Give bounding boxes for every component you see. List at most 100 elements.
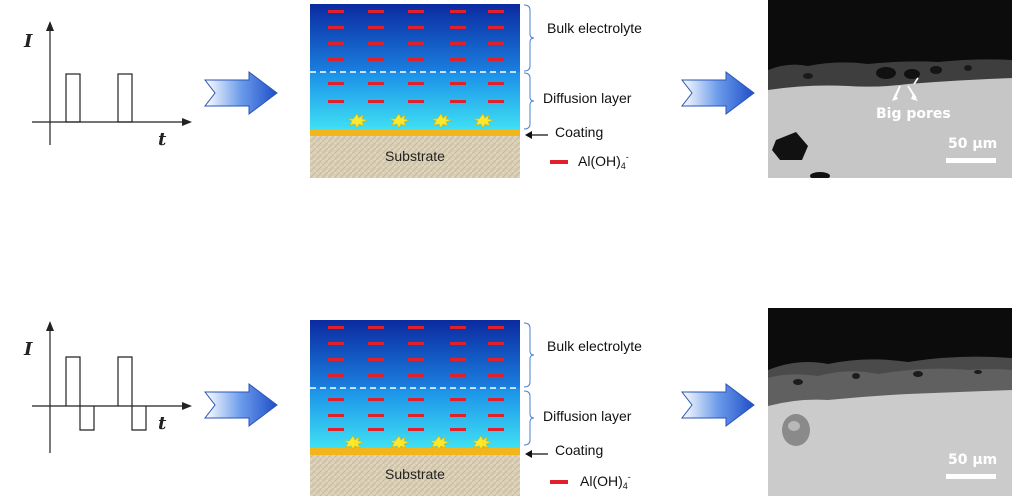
ion-mark: [408, 326, 424, 329]
scale-bar: [946, 158, 996, 163]
diffusion-layer-label: Diffusion layer: [543, 408, 632, 424]
ion-mark: [368, 82, 384, 85]
ion-mark: [408, 10, 424, 13]
arrow-icon: [680, 382, 756, 433]
scale-bar: [946, 474, 996, 479]
ion-mark: [450, 10, 466, 13]
scale-bar-label: 50 µm: [948, 452, 998, 468]
coating-pointer-icon: [524, 446, 550, 464]
diffusion-layer-label: Diffusion layer: [543, 90, 632, 106]
ion-mark: [368, 26, 384, 29]
bulk-electrolyte-label: Bulk electrolyte: [547, 338, 642, 354]
ion-mark: [328, 82, 344, 85]
ion-mark: [368, 42, 384, 45]
y-axis-label: I: [24, 31, 33, 52]
ion-mark: [488, 26, 504, 29]
arrow-icon: [203, 382, 279, 433]
ion-mark: [328, 428, 344, 431]
ion-mark: [368, 398, 384, 401]
ion-legend-mark: [550, 160, 568, 164]
bracket-bulk: [523, 4, 535, 77]
ion-mark: [450, 326, 466, 329]
ion-mark: [488, 326, 504, 329]
ion-mark: [368, 358, 384, 361]
ion-mark: [450, 358, 466, 361]
ion-mark: [450, 82, 466, 85]
ion-mark: [450, 42, 466, 45]
ion-mark: [408, 26, 424, 29]
ion-legend-label: Al(OH)4-: [578, 152, 629, 171]
ion-mark: [488, 398, 504, 401]
arrow-icon: [203, 70, 279, 121]
bulk-electrolyte-label: Bulk electrolyte: [547, 20, 642, 36]
ion-mark: [368, 342, 384, 345]
ion-mark: [408, 414, 424, 417]
x-axis-label: t: [158, 413, 167, 434]
ion-mark: [408, 58, 424, 61]
ion-mark: [488, 42, 504, 45]
ion-mark: [368, 414, 384, 417]
ion-mark: [488, 428, 504, 431]
ion-mark: [450, 374, 466, 377]
ion-mark: [328, 26, 344, 29]
ion-mark: [450, 414, 466, 417]
ion-mark: [368, 374, 384, 377]
coating-pointer-icon: [524, 127, 550, 145]
ion-legend-label: Al(OH)4-: [580, 472, 631, 491]
ion-mark: [488, 100, 504, 103]
substrate-label: Substrate: [385, 466, 445, 482]
ion-mark: [488, 10, 504, 13]
ion-mark: [328, 10, 344, 13]
ion-legend-mark: [550, 480, 568, 484]
annotation-big-pores: Big pores: [876, 106, 951, 122]
ion-mark: [408, 374, 424, 377]
bracket-diffusion: [523, 72, 535, 135]
ion-mark: [368, 326, 384, 329]
substrate-label: Substrate: [385, 148, 445, 164]
ion-mark: [328, 342, 344, 345]
ion-mark: [488, 414, 504, 417]
ion-mark: [450, 58, 466, 61]
ion-mark: [408, 428, 424, 431]
schematic-bipolar: Substrate: [310, 320, 520, 496]
ion-mark: [450, 398, 466, 401]
ion-mark: [408, 42, 424, 45]
ion-mark: [488, 374, 504, 377]
micrograph-unipolar: Big pores 50 µm: [768, 0, 1012, 178]
waveform-plot-unipolar: I t: [20, 15, 195, 155]
waveform-plot-bipolar: I t: [20, 315, 195, 460]
ion-mark: [328, 414, 344, 417]
micrograph-bipolar: 50 µm: [768, 308, 1012, 496]
ion-mark: [328, 58, 344, 61]
row-bipolar: I t Substrate Bulk ele: [0, 250, 1024, 501]
ion-mark: [368, 428, 384, 431]
ion-mark: [408, 82, 424, 85]
bracket-bulk: [523, 322, 535, 393]
ion-mark: [450, 428, 466, 431]
ion-mark: [328, 100, 344, 103]
ion-mark: [328, 326, 344, 329]
coating-label: Coating: [555, 124, 604, 140]
ion-mark: [408, 342, 424, 345]
ion-mark: [488, 82, 504, 85]
ion-mark: [408, 358, 424, 361]
schematic-unipolar: Substrate: [310, 4, 520, 178]
ion-mark: [328, 374, 344, 377]
coating-label: Coating: [555, 442, 604, 458]
y-axis-label: I: [24, 339, 33, 360]
ion-mark: [488, 358, 504, 361]
arrow-icon: [680, 70, 756, 121]
ion-mark: [368, 10, 384, 13]
ion-mark: [368, 100, 384, 103]
x-axis-label: t: [158, 129, 167, 150]
ion-mark: [408, 100, 424, 103]
ion-mark: [488, 342, 504, 345]
ion-mark: [328, 358, 344, 361]
row-unipolar: I t Substrate Bulk ele: [0, 0, 1024, 250]
ion-mark: [408, 398, 424, 401]
ion-mark: [368, 58, 384, 61]
ion-mark: [328, 398, 344, 401]
scale-bar-label: 50 µm: [948, 136, 998, 152]
bracket-diffusion: [523, 390, 535, 451]
ion-mark: [328, 42, 344, 45]
